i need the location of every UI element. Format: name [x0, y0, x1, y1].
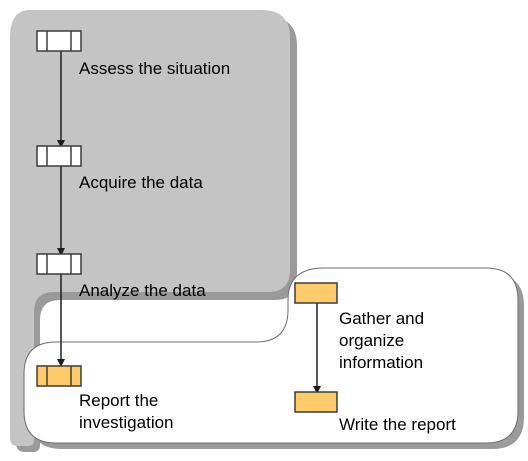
- step-label-analyze: Analyze the data: [79, 281, 206, 300]
- substep-icon-write: [294, 391, 338, 413]
- step-icon-report: [36, 365, 82, 387]
- detail-panel: [23, 267, 519, 444]
- step-label-acquire: Acquire the data: [79, 173, 203, 192]
- phase-panel: [10, 10, 290, 446]
- step-icon-analyze-frame: [36, 253, 82, 275]
- substep-label-write: Write the report: [339, 415, 456, 434]
- step-label-report: Report the investigation: [79, 391, 174, 432]
- substep-icon-gather: [294, 282, 338, 304]
- step-icon-assess: [36, 30, 82, 52]
- step-icon-report-frame: [36, 365, 82, 387]
- step-label-assess: Assess the situation: [79, 59, 231, 78]
- step-icon-acquire: [36, 145, 82, 167]
- substep-label-gather: Gather and organize information: [339, 309, 425, 372]
- step-icon-assess-frame: [36, 30, 82, 52]
- step-icon-analyze: [36, 253, 82, 275]
- step-icon-acquire-frame: [36, 145, 82, 167]
